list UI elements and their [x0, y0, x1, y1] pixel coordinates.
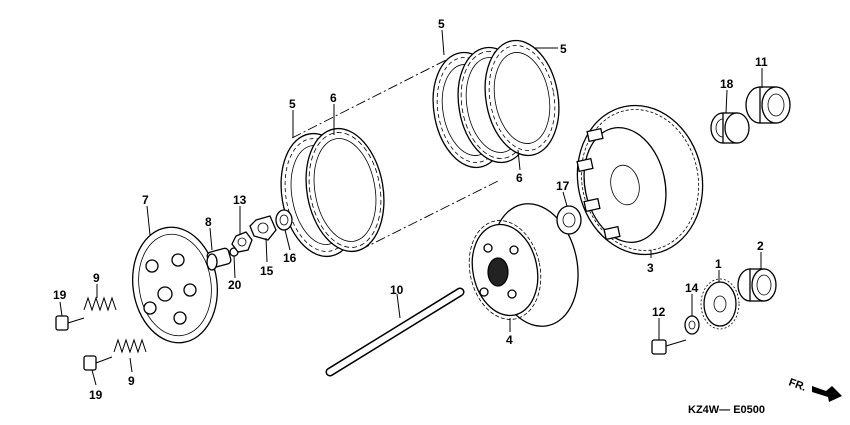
drive-gear	[700, 278, 740, 330]
callout-12: 12	[652, 305, 666, 319]
callout-2: 2	[757, 239, 764, 253]
callout-9-lower: 9	[128, 374, 135, 388]
bolt-12	[651, 339, 687, 355]
callout-8: 8	[205, 215, 212, 229]
washer-16	[275, 209, 293, 231]
callout-19-lower: 19	[89, 388, 103, 402]
callout-3: 3	[647, 261, 654, 275]
clutch-spring-upper	[83, 296, 117, 312]
callout-11: 11	[755, 55, 768, 69]
bolt-19-upper	[55, 315, 85, 331]
callout-10: 10	[390, 283, 404, 297]
callout-1: 1	[715, 257, 722, 271]
callout-16: 16	[283, 251, 297, 265]
clutch-outer-basket	[576, 104, 704, 256]
callout-7: 7	[142, 193, 149, 207]
bolt-19-lower	[83, 355, 113, 371]
collar	[737, 268, 777, 302]
callout-18: 18	[720, 77, 734, 91]
direction-label: FR.	[787, 377, 808, 394]
bushing	[745, 86, 791, 124]
lifter-rod	[325, 287, 465, 377]
lock-nut	[231, 231, 253, 253]
leader-lines	[59, 29, 763, 386]
lifter-rod-joint	[206, 247, 232, 271]
callouts: 1 2 3 4 5 5 5 6 6 7 8 9 9 10 11 12 13 14…	[53, 17, 768, 402]
alignment-lines	[291, 57, 501, 251]
callout-5-left: 5	[289, 97, 296, 111]
callout-4: 4	[506, 333, 513, 347]
callout-5-right: 5	[560, 42, 567, 56]
washer-14	[684, 315, 700, 335]
callout-17: 17	[556, 179, 570, 193]
clutch-spring-lower	[113, 338, 147, 354]
pressure-plate	[131, 226, 219, 344]
callout-13: 13	[233, 193, 247, 207]
diagram-code: KZ4W— E0500	[688, 404, 765, 416]
front-direction-indicator: FR.	[787, 377, 842, 402]
callout-9-upper: 9	[93, 271, 100, 285]
callout-15: 15	[260, 264, 274, 278]
callout-14: 14	[685, 281, 699, 295]
callout-20: 20	[228, 278, 242, 292]
thrust-washer	[556, 205, 582, 235]
callout-6-right: 6	[516, 171, 523, 185]
arrow-right-icon	[812, 386, 842, 402]
clutch-center	[468, 203, 579, 327]
friction-disk-right-b	[484, 39, 560, 157]
callout-19-upper: 19	[53, 288, 67, 302]
needle-bearing	[710, 112, 750, 144]
lock-washer	[249, 215, 277, 241]
callout-6-left: 6	[330, 91, 337, 105]
callout-5-top: 5	[438, 17, 445, 31]
clutch-plate-left	[305, 127, 385, 253]
